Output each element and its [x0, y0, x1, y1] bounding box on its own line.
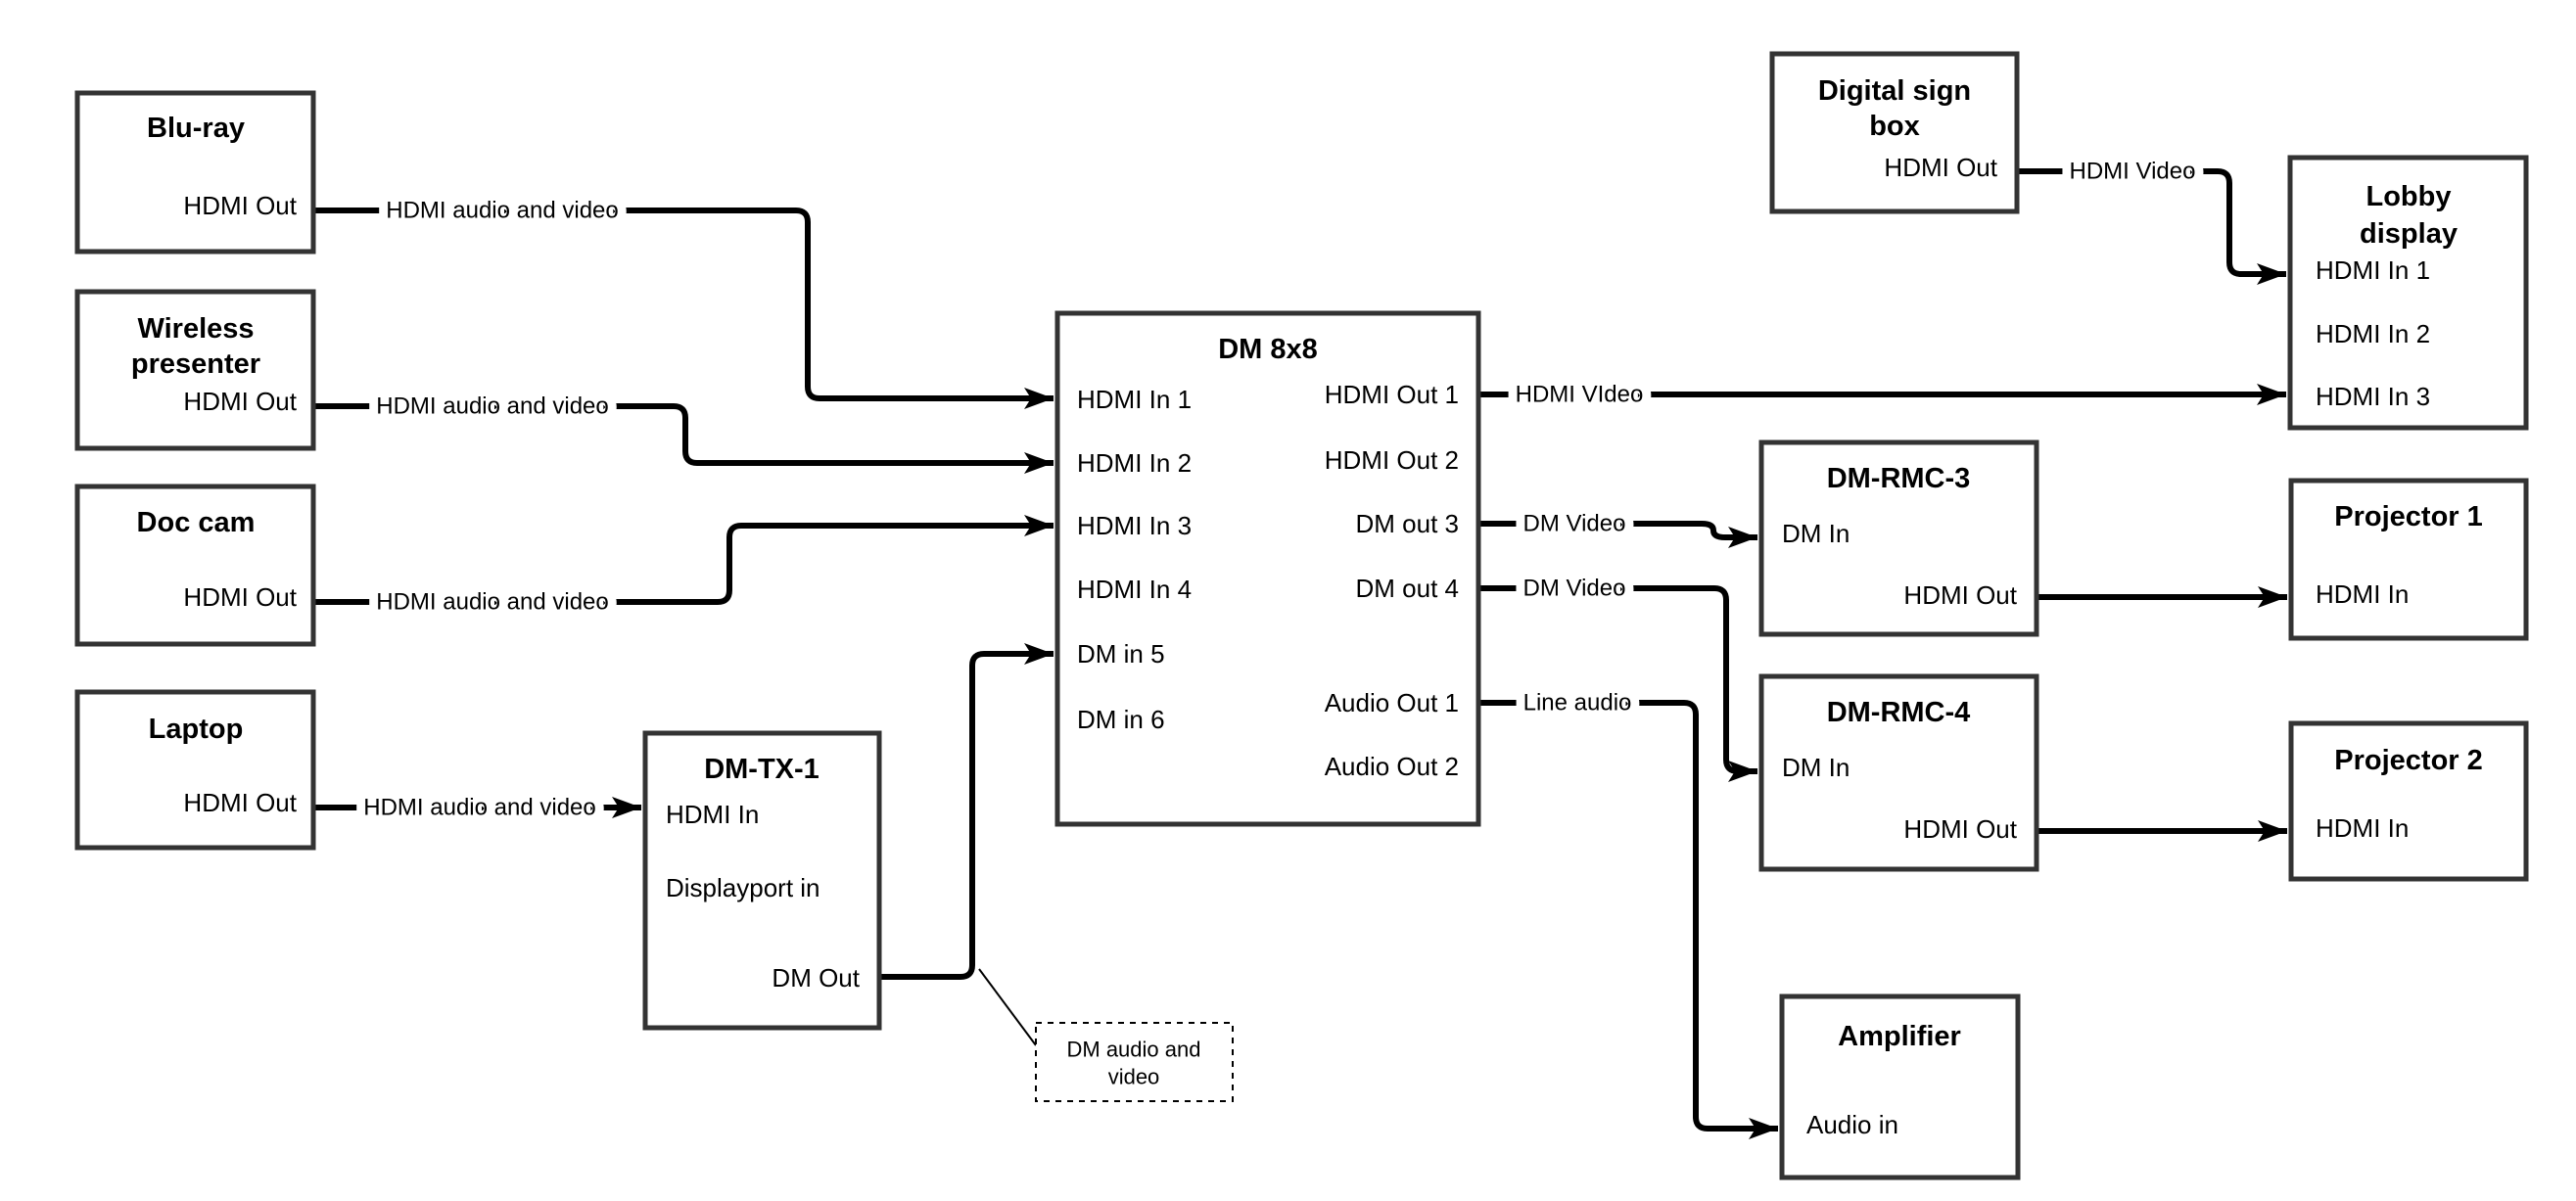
projector-1-title: Projector 1	[2334, 501, 2483, 532]
wireless-presenter-box[interactable]	[74, 289, 316, 451]
doc-cam-title: Doc cam	[137, 507, 256, 538]
wire-label-line-audio: Line audio	[1523, 690, 1632, 716]
wires	[313, 168, 2287, 1139]
annotation-callout-line	[978, 968, 1037, 1046]
doc-cam-port-hdmi-out: HDMI Out	[183, 582, 297, 612]
dm-8x8-port-dm-out-4: DM out 4	[1356, 574, 1460, 603]
wire-doccam-to-dm8x8-hdmi-in-3[interactable]	[313, 515, 1054, 605]
laptop-port-hdmi-out: HDMI Out	[183, 788, 297, 817]
node-wireless-presenter: Wireless presenter HDMI Out	[74, 289, 316, 451]
projector-2-port-hdmi-in: HDMI In	[2316, 813, 2409, 843]
wire-label-hdmi-video-sign: HDMI Video	[2070, 159, 2196, 185]
wire-label-wireless: HDMI audio and video	[376, 393, 608, 420]
dm-tx-1-title: DM-TX-1	[704, 754, 820, 785]
wire-bluray-to-dm8x8-hdmi-in-1[interactable]	[313, 208, 1054, 409]
dm-tx-1-port-displayport-in: Displayport in	[666, 873, 820, 902]
digital-sign-title-line1: Digital sign	[1818, 75, 1971, 107]
node-dm-tx-1: DM-TX-1 HDMI In Displayport in DM Out	[642, 730, 882, 1031]
wire-label-doccam: HDMI audio and video	[376, 589, 608, 616]
dm-8x8-port-hdmi-in-1: HDMI In 1	[1077, 385, 1192, 414]
projector-1-box[interactable]	[2288, 478, 2529, 641]
wireless-presenter-title-line2: presenter	[131, 348, 260, 380]
dm-8x8-port-hdmi-out-1: HDMI Out 1	[1325, 380, 1459, 409]
dm-8x8-port-hdmi-out-2: HDMI Out 2	[1325, 445, 1459, 475]
wire-digitalsign-to-lobby-hdmi-in-1[interactable]	[2017, 168, 2286, 285]
digital-sign-title-line2: box	[1869, 111, 1920, 142]
dm-rmc-4-port-hdmi-out: HDMI Out	[1903, 814, 2017, 844]
amplifier-title: Amplifier	[1838, 1021, 1961, 1052]
node-digital-sign-box: Digital sign box HDMI Out	[1769, 51, 2020, 214]
wire-dmtx1-dmout-to-dm8x8-dm-in-5[interactable]	[879, 643, 1054, 980]
projector-1-port-hdmi-in: HDMI In	[2316, 579, 2409, 609]
lobby-display-box[interactable]	[2287, 155, 2529, 431]
wire-dm8x8-dm-out-3-to-rmc3-dm-in[interactable]	[1478, 521, 1757, 548]
lobby-display-port-hdmi-in-2: HDMI In 2	[2316, 319, 2430, 348]
bluray-title: Blu-ray	[147, 113, 245, 144]
wire-label-laptop: HDMI audio and video	[363, 795, 595, 821]
annotation-dm-audio-and-video: DM audio and video	[978, 968, 1234, 1102]
digital-sign-box[interactable]	[1769, 51, 2020, 214]
dm-rmc-4-box[interactable]	[1758, 673, 2039, 872]
wireless-presenter-port-hdmi-out: HDMI Out	[183, 387, 297, 416]
node-laptop: Laptop HDMI Out	[74, 689, 316, 851]
dm-8x8-port-dm-out-3: DM out 3	[1356, 509, 1460, 538]
wire-label-hdmi-video-out1: HDMI VIdeo	[1516, 382, 1644, 408]
projector-2-box[interactable]	[2288, 720, 2529, 882]
bluray-box[interactable]	[74, 90, 316, 254]
node-doc-cam: Doc cam HDMI Out	[74, 484, 316, 647]
projector-2-title: Projector 2	[2334, 745, 2483, 776]
node-dm-rmc-3: DM-RMC-3 DM In HDMI Out	[1758, 439, 2039, 637]
doc-cam-box[interactable]	[74, 484, 316, 647]
node-projector-1: Projector 1 HDMI In	[2288, 478, 2529, 641]
dm-8x8-port-audio-out-1: Audio Out 1	[1325, 688, 1459, 717]
dm-8x8-port-hdmi-in-2: HDMI In 2	[1077, 448, 1192, 478]
dm-rmc-4-title: DM-RMC-4	[1827, 697, 1971, 728]
dm-rmc-4-port-dm-in: DM In	[1782, 753, 1850, 782]
bluray-port-hdmi-out: HDMI Out	[183, 191, 297, 220]
lobby-display-title-line1: Lobby	[2366, 181, 2452, 212]
lobby-display-port-hdmi-in-1: HDMI In 1	[2316, 255, 2430, 285]
annotation-text-line2: video	[1108, 1065, 1160, 1089]
node-dm-rmc-4: DM-RMC-4 DM In HDMI Out	[1758, 673, 2039, 872]
dm-tx-1-port-hdmi-in: HDMI In	[666, 800, 759, 829]
dm-tx-1-box[interactable]	[642, 730, 882, 1031]
dm-8x8-title: DM 8x8	[1218, 334, 1318, 365]
annotation-box[interactable]	[1035, 1022, 1234, 1102]
wire-label-bluray: HDMI audio and video	[386, 198, 618, 224]
node-dm-8x8: DM 8x8 HDMI In 1 HDMI In 2 HDMI In 3 HDM…	[1054, 310, 1481, 827]
dm-rmc-3-title: DM-RMC-3	[1827, 463, 1971, 494]
wire-dm8x8-audio-out-1-to-amplifier[interactable]	[1478, 700, 1778, 1139]
digital-sign-port-hdmi-out: HDMI Out	[1884, 153, 1997, 182]
dm-8x8-port-hdmi-in-3: HDMI In 3	[1077, 511, 1192, 540]
dm-8x8-port-dm-in-5: DM in 5	[1077, 639, 1165, 669]
dm-rmc-3-box[interactable]	[1758, 439, 2039, 637]
dm-tx-1-port-dm-out: DM Out	[772, 963, 860, 993]
dm-rmc-3-port-hdmi-out: HDMI Out	[1903, 580, 2017, 610]
wire-dm8x8-dm-out-4-to-rmc4-dm-in[interactable]	[1478, 585, 1757, 782]
lobby-display-title-line2: display	[2360, 218, 2458, 250]
node-projector-2: Projector 2 HDMI In	[2288, 720, 2529, 882]
amplifier-port-audio-in: Audio in	[1806, 1110, 1898, 1139]
dm-8x8-port-dm-in-6: DM in 6	[1077, 705, 1165, 734]
lobby-display-port-hdmi-in-3: HDMI In 3	[2316, 382, 2430, 411]
amplifier-box[interactable]	[1779, 993, 2021, 1180]
dm-rmc-3-port-dm-in: DM In	[1782, 519, 1850, 548]
wire-label-dm-video-out4: DM Video	[1523, 576, 1626, 602]
laptop-title: Laptop	[149, 714, 244, 745]
laptop-box[interactable]	[74, 689, 316, 851]
node-lobby-display: Lobby display HDMI In 1 HDMI In 2 HDMI I…	[2287, 155, 2529, 431]
wireless-presenter-title-line1: Wireless	[137, 313, 254, 345]
node-amplifier: Amplifier Audio in	[1779, 993, 2021, 1180]
node-bluray: Blu-ray HDMI Out	[74, 90, 316, 254]
annotation-text-line1: DM audio and	[1067, 1038, 1201, 1062]
wire-label-dm-video-out3: DM Video	[1523, 511, 1626, 537]
dm-8x8-port-hdmi-in-4: HDMI In 4	[1077, 575, 1192, 604]
dm-8x8-port-audio-out-2: Audio Out 2	[1325, 752, 1459, 781]
wire-wireless-to-dm8x8-hdmi-in-2[interactable]	[313, 403, 1054, 474]
dm-8x8-box[interactable]	[1054, 310, 1481, 827]
